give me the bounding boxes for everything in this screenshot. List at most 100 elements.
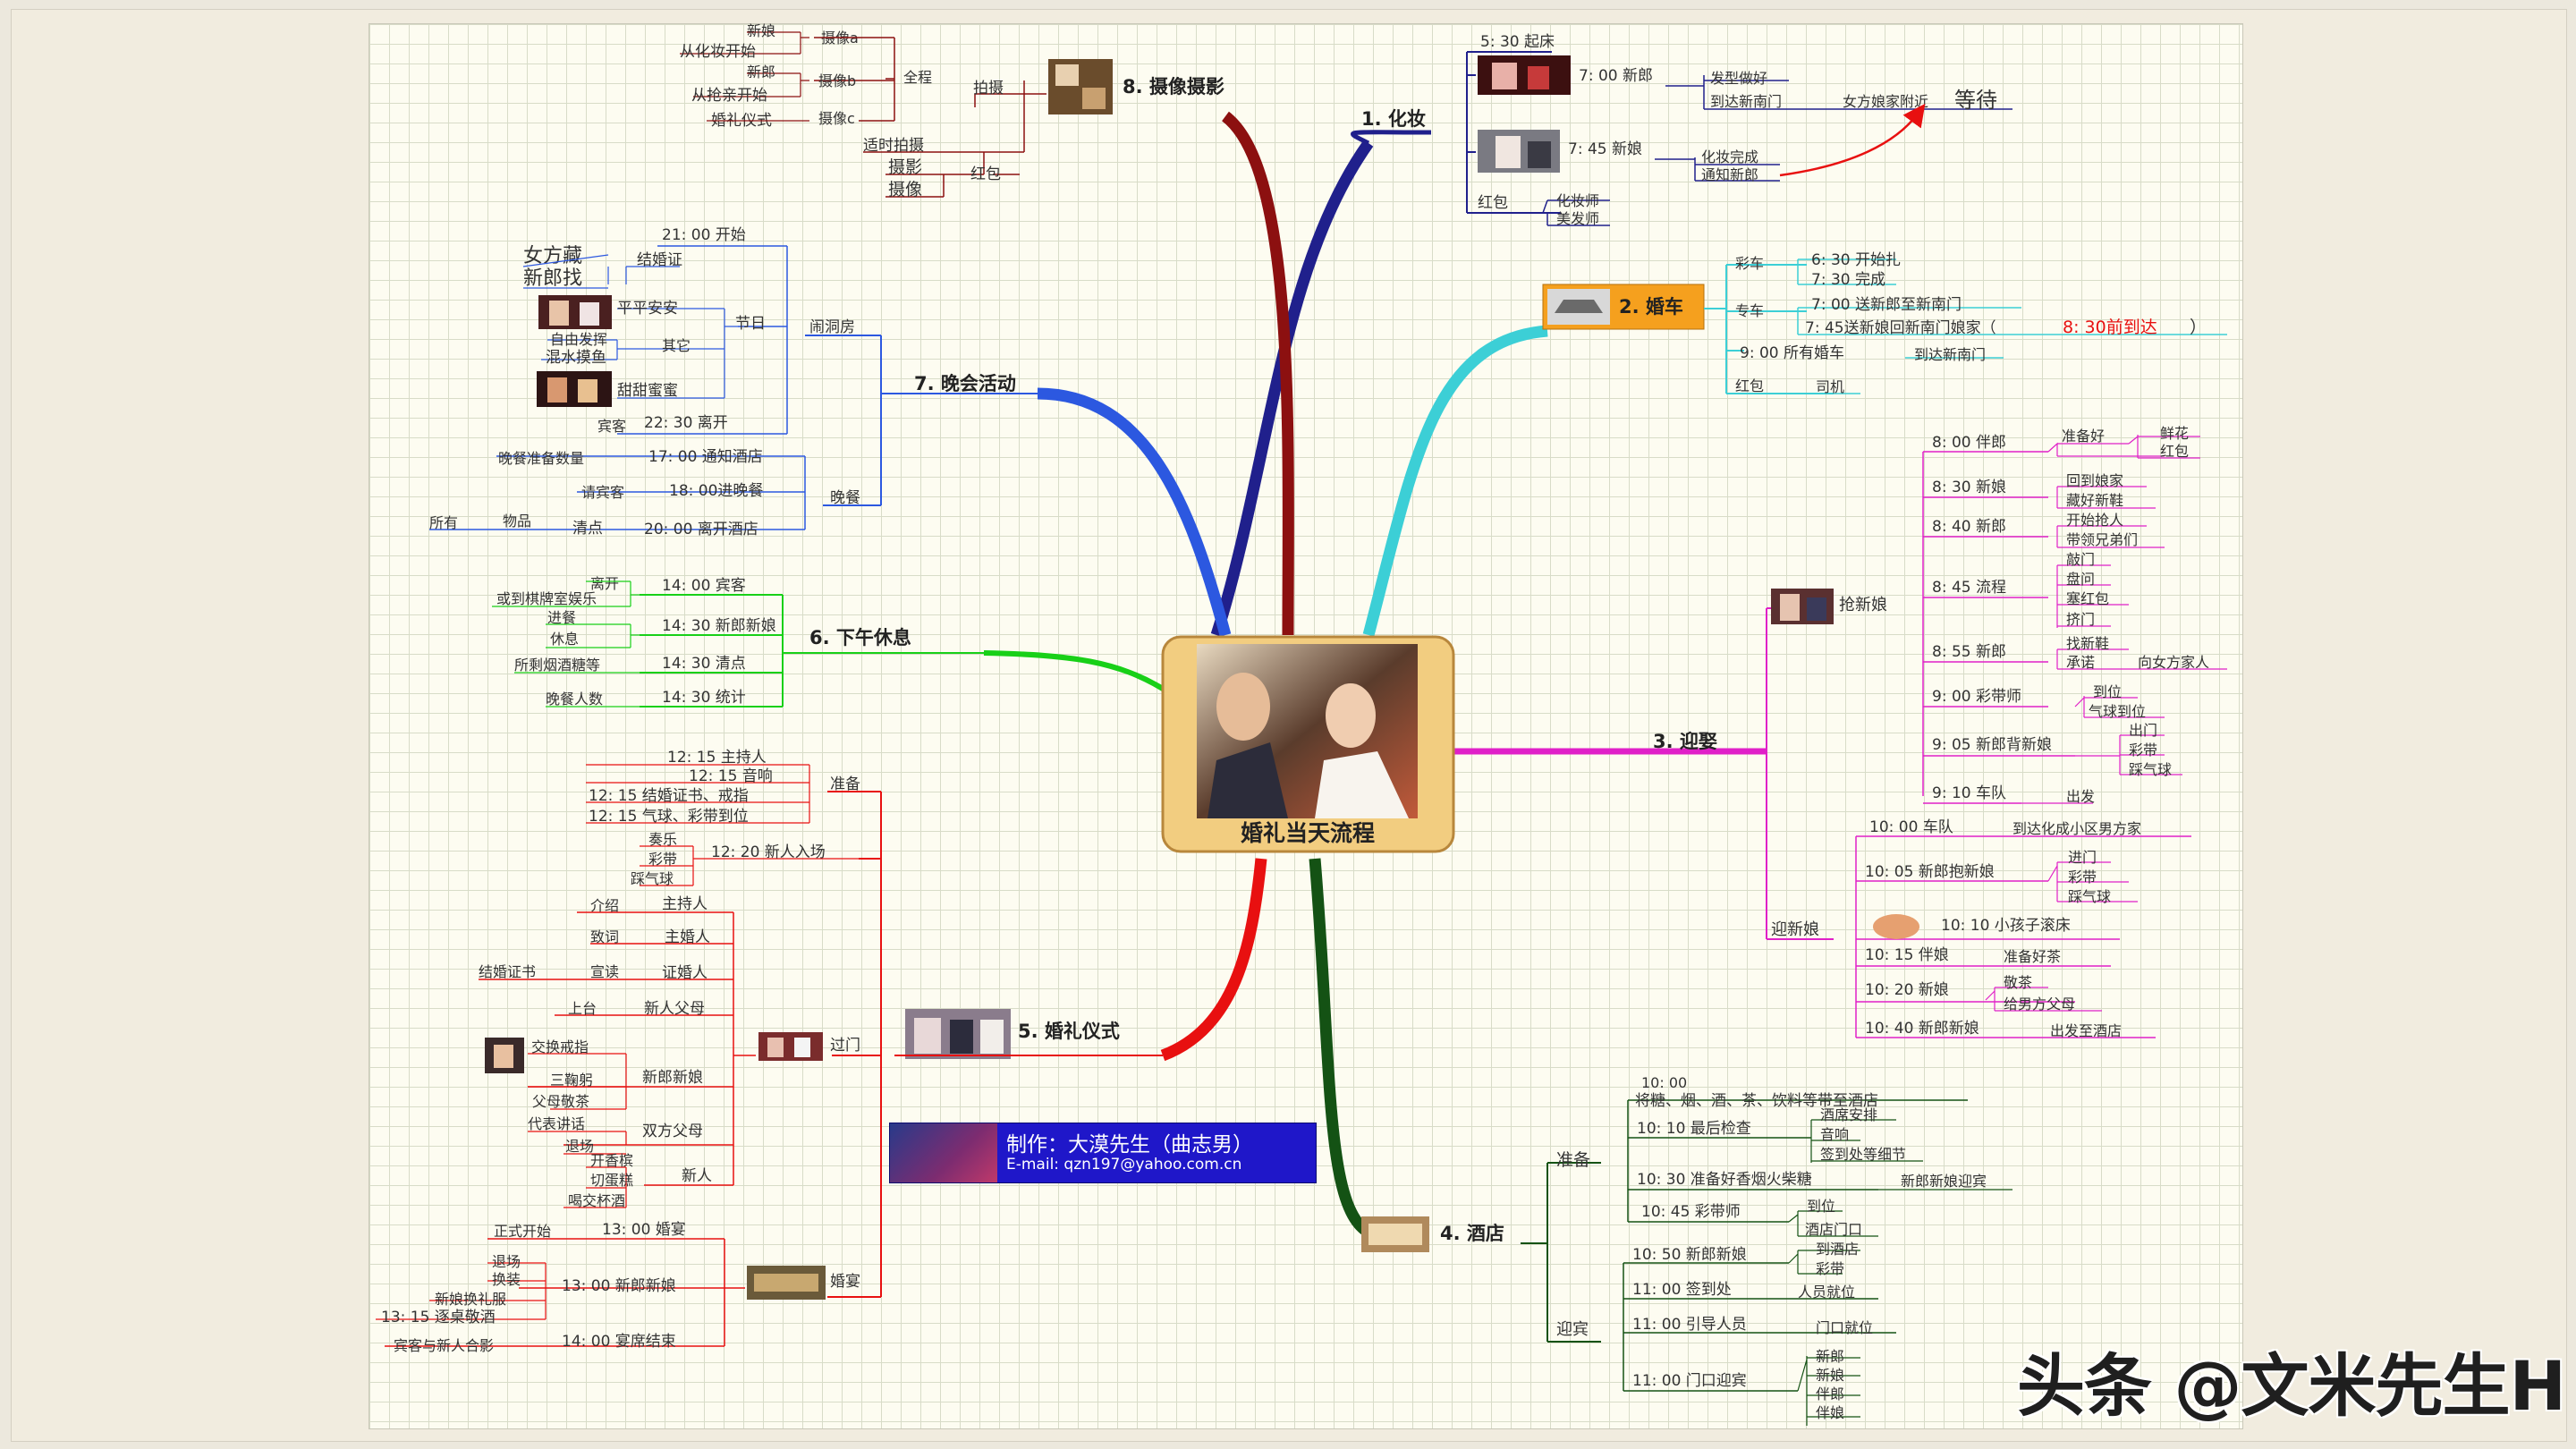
- svg-text:9: 00 所有婚车: 9: 00 所有婚车: [1740, 344, 1844, 362]
- svg-text:奏乐: 奏乐: [648, 831, 677, 848]
- rest-label: 6. 下午休息: [809, 627, 911, 648]
- svg-text:通知新郎: 通知新郎: [1701, 166, 1758, 183]
- svg-text:退场: 退场: [492, 1253, 521, 1270]
- svg-text:上台: 上台: [568, 1000, 597, 1017]
- pickup-label: 3. 迎娶: [1653, 731, 1717, 752]
- svg-text:8: 30 新娘: 8: 30 新娘: [1932, 479, 2006, 496]
- svg-text:进餐: 进餐: [547, 609, 576, 626]
- notify-arrow: [1779, 103, 1926, 177]
- svg-text:）: ）: [2190, 318, 2207, 337]
- svg-text:回到娘家: 回到娘家: [2066, 472, 2123, 489]
- branch-ceremony[interactable]: 5. 婚礼仪式 准备 12: 15 主持人 12: 15 音响 12: 15 结…: [376, 749, 1163, 1354]
- svg-text:9: 00 彩带师: 9: 00 彩带师: [1932, 688, 2021, 706]
- branch-car[interactable]: 2. 婚车 彩车 6: 30 开始扎 7: 30 完成 专车 7: 00 送新郎…: [1542, 251, 2227, 395]
- svg-text:结婚证: 结婚证: [637, 251, 682, 269]
- svg-text:红包: 红包: [2160, 443, 2189, 460]
- svg-text:甜甜蜜蜜: 甜甜蜜蜜: [617, 382, 678, 400]
- svg-text:塞红包: 塞红包: [2066, 590, 2109, 607]
- svg-text:宾客与新人合影: 宾客与新人合影: [394, 1337, 494, 1354]
- svg-text:迎宾: 迎宾: [1556, 1320, 1589, 1339]
- svg-text:14: 30 清点: 14: 30 清点: [662, 655, 746, 673]
- svg-text:闹洞房: 闹洞房: [809, 318, 855, 336]
- svg-text:代表讲话: 代表讲话: [528, 1115, 585, 1132]
- svg-text:敬茶: 敬茶: [2004, 974, 2032, 991]
- svg-text:退场: 退场: [565, 1138, 594, 1155]
- svg-text:14: 30 统计: 14: 30 统计: [662, 689, 746, 707]
- svg-text:6: 30 开始扎: 6: 30 开始扎: [1811, 251, 1901, 269]
- svg-text:新郎: 新郎: [1816, 1348, 1844, 1365]
- branch-pickup[interactable]: 3. 迎娶 抢新娘 8: 00 伴郎 准备好 鲜花 红包 8: 30 新娘 回到…: [1653, 425, 2227, 1039]
- svg-text:新娘: 新娘: [747, 22, 775, 39]
- svg-text:踩气球: 踩气球: [2129, 761, 2172, 778]
- svg-text:摄像: 摄像: [888, 180, 922, 199]
- svg-text:宣读: 宣读: [590, 963, 619, 980]
- svg-text:找新鞋: 找新鞋: [2066, 635, 2109, 652]
- svg-text:拍摄: 拍摄: [973, 80, 1004, 97]
- svg-text:喝交杯酒: 喝交杯酒: [568, 1192, 625, 1209]
- svg-text:切蛋糕: 切蛋糕: [590, 1172, 633, 1189]
- svg-text:平平安安: 平平安安: [617, 300, 678, 318]
- branch-photo[interactable]: 8. 摄像摄影 全程 摄像a 新娘 从化妆开始 摄像b 新郎 从抢亲开始 摄像c…: [680, 22, 1224, 199]
- credit-box: 制作：大漠先生（曲志男） E-mail: qzn197@yahoo.com.cn: [889, 1123, 1317, 1183]
- svg-text:混水摸鱼: 混水摸鱼: [546, 349, 606, 367]
- svg-text:到达新南门: 到达新南门: [1710, 93, 1782, 110]
- svg-text:向女方家人: 向女方家人: [2138, 654, 2209, 671]
- svg-text:女方藏: 女方藏: [523, 245, 582, 267]
- svg-text:新郎新娘: 新郎新娘: [642, 1069, 703, 1087]
- svg-text:7: 00 新郎: 7: 00 新郎: [1579, 67, 1653, 85]
- svg-text:踩气球: 踩气球: [631, 870, 674, 887]
- svg-text:新郎: 新郎: [747, 64, 775, 80]
- svg-text:所剩烟酒糖等: 所剩烟酒糖等: [514, 657, 600, 674]
- svg-text:承诺: 承诺: [2066, 654, 2095, 671]
- svg-text:彩带: 彩带: [648, 851, 677, 868]
- svg-text:12: 15 音响: 12: 15 音响: [689, 767, 773, 785]
- makeup-label: 1. 化妆: [1361, 108, 1426, 130]
- branch-hotel[interactable]: 4. 酒店 准备 10: 00 将糖、烟、酒、茶、饮料等带至酒店 10: 10 …: [1361, 1074, 2012, 1426]
- ceremony-label: 5. 婚礼仪式: [1018, 1021, 1120, 1042]
- svg-text:到达新南门: 到达新南门: [1914, 346, 1986, 363]
- center-node[interactable]: 婚礼当天流程: [1161, 635, 1455, 853]
- svg-text:物品: 物品: [503, 513, 531, 530]
- svg-text:双方父母: 双方父母: [642, 1123, 703, 1140]
- svg-text:到酒店: 到酒店: [1816, 1241, 1859, 1258]
- svg-text:13: 00 新郎新娘: 13: 00 新郎新娘: [562, 1277, 676, 1295]
- svg-text:8: 00 伴郎: 8: 00 伴郎: [1932, 434, 2006, 452]
- center-title: 婚礼当天流程: [1241, 820, 1375, 846]
- svg-text:到达化成小区男方家: 到达化成小区男方家: [2012, 820, 2141, 837]
- svg-text:准备好茶: 准备好茶: [2004, 948, 2061, 965]
- svg-text:5: 30 起床: 5: 30 起床: [1480, 33, 1555, 51]
- svg-text:婚宴: 婚宴: [830, 1273, 860, 1291]
- svg-text:证婚人: 证婚人: [662, 964, 708, 982]
- svg-text:其它: 其它: [662, 337, 691, 354]
- svg-text:彩带: 彩带: [2129, 741, 2157, 758]
- svg-text:抢新娘: 抢新娘: [1839, 596, 1887, 614]
- svg-text:进门: 进门: [2068, 849, 2097, 866]
- svg-text:开香槟: 开香槟: [590, 1152, 633, 1169]
- svg-text:正式开始: 正式开始: [494, 1223, 551, 1240]
- svg-text:离开: 离开: [590, 575, 619, 592]
- svg-text:准备: 准备: [830, 775, 860, 793]
- svg-text:12: 20 新人入场: 12: 20 新人入场: [711, 843, 826, 861]
- svg-text:新郎找: 新郎找: [523, 267, 582, 290]
- svg-text:准备好: 准备好: [2062, 428, 2105, 445]
- svg-text:10: 40 新郎新娘: 10: 40 新郎新娘: [1865, 1020, 1979, 1038]
- svg-text:14: 00 宴席结束: 14: 00 宴席结束: [562, 1333, 676, 1351]
- photo-label: 8. 摄像摄影: [1123, 76, 1224, 97]
- branch-evening[interactable]: 7. 晚会活动 闹洞房 21: 00 开始 结婚证 女方藏 新郎找 节日 平平安…: [429, 226, 1038, 538]
- svg-text:酒店门口: 酒店门口: [1805, 1221, 1862, 1238]
- credit-name: 制作：大漠先生（曲志男）: [1006, 1133, 1253, 1157]
- svg-text:10: 15 伴娘: 10: 15 伴娘: [1865, 946, 1949, 964]
- svg-text:11: 00 引导人员: 11: 00 引导人员: [1632, 1316, 1747, 1334]
- svg-text:过门: 过门: [830, 1037, 860, 1055]
- svg-text:藏好新鞋: 藏好新鞋: [2066, 492, 2123, 509]
- svg-text:到位: 到位: [2093, 683, 2122, 700]
- svg-text:红包: 红包: [970, 165, 1001, 183]
- branch-makeup[interactable]: 1. 化妆 5: 30 起床 7: 00 新郎 发型做好 到达新南门 女方娘家附…: [1361, 33, 2012, 227]
- svg-text:带领兄弟们: 带领兄弟们: [2066, 531, 2138, 548]
- svg-text:迎新娘: 迎新娘: [1771, 920, 1819, 939]
- svg-text:踩气球: 踩气球: [2068, 888, 2111, 905]
- svg-text:新娘: 新娘: [1816, 1367, 1844, 1384]
- branch-rest[interactable]: 6. 下午休息 离开 14: 00 宾客 或到棋牌室娱乐 进餐 休息 14: 3…: [492, 575, 984, 708]
- svg-text:全程: 全程: [903, 69, 932, 86]
